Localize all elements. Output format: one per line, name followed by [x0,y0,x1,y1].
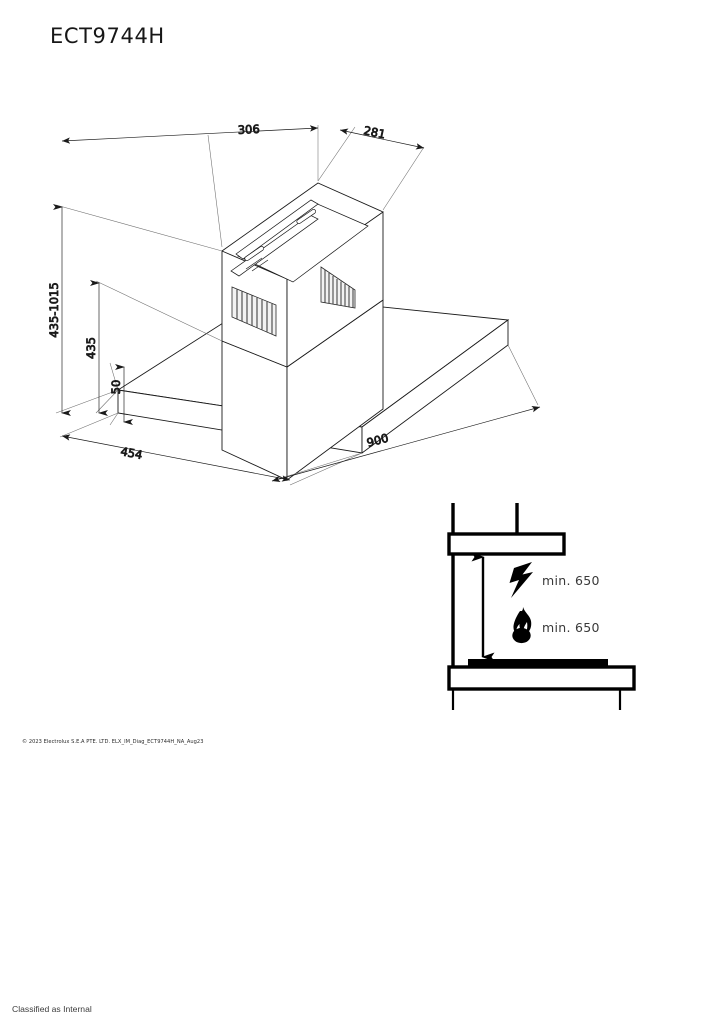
dimension-label-454: 454 [119,444,143,462]
dimension-chimney-height: 435 [84,280,108,416]
dimension-canopy-thickness: 50 [109,364,133,425]
lightning-bolt-icon [509,562,533,598]
ventilation-grille-left [231,286,277,337]
dimension-canopy-width: 900 [271,406,541,482]
top-mounting-bracket [230,199,319,277]
dimension-canopy-depth: 454 [61,434,291,482]
cooktop-surface [468,659,608,668]
dimension-label-435: 435 [84,337,98,359]
dimension-label-435-1015: 435-1015 [47,282,61,337]
dimension-label-281: 281 [362,123,386,141]
page-title: ECT9744H [50,24,165,48]
footer-classification: Classified as Internal [12,1004,92,1014]
dimension-total-height-range: 435-1015 [47,204,71,416]
dimension-chimney-depth: 281 [339,123,425,150]
clearance-drawing-canvas [440,495,709,710]
main-drawing-canvas: 306 281 435-1015 435 [0,95,709,515]
gas-clearance-label: min. 650 [542,620,600,635]
dimension-chimney-width: 306 [61,121,319,144]
dimension-label-306: 306 [237,122,260,137]
countertop-slab [447,665,636,691]
electric-clearance-label: min. 650 [542,573,600,588]
ventilation-grille-right [320,266,356,309]
footer-copyright: © 2023 Electrolux S.E.A PTE. LTD. ELX_IM… [22,739,204,745]
flame-icon [512,607,532,644]
hood-body-outline [447,532,566,556]
dimension-label-50: 50 [109,380,123,395]
dimension-label-900: 900 [365,431,390,450]
